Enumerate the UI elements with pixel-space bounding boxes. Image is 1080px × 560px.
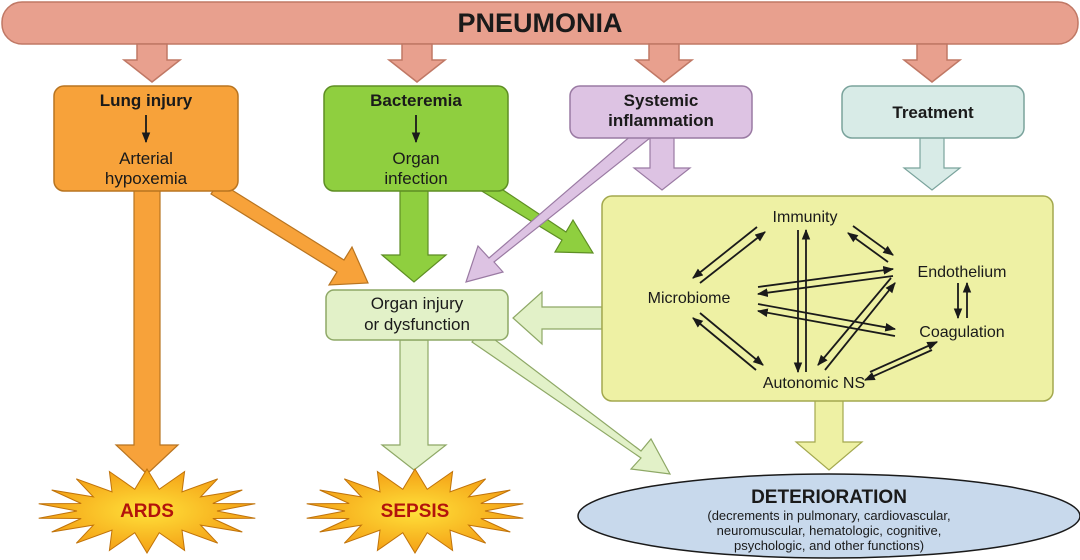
hub-microbiome: Microbiome <box>648 290 731 307</box>
arrow-bacteremia-down <box>380 189 448 283</box>
arrow-hub-to-deterioration <box>794 399 864 471</box>
deterioration-line1: (decrements in pulmonary, cardiovascular… <box>707 508 950 523</box>
systemic-line1: Systemic <box>624 91 699 110</box>
bacteremia-line2: infection <box>384 169 447 188</box>
bacteremia-heading: Bacteremia <box>370 91 462 110</box>
lung-injury-line1: Arterial <box>119 149 173 168</box>
sepsis-starburst <box>306 468 524 554</box>
organ-injury-box <box>325 289 509 341</box>
treatment-heading: Treatment <box>892 103 974 122</box>
arrow-organ-to-sepsis <box>380 339 448 471</box>
hub-autonomic-ns: Autonomic NS <box>763 375 865 392</box>
arrow-organ-to-deterioration <box>471 329 672 475</box>
banner-arrows <box>121 43 963 83</box>
arrow-lung-to-organ <box>210 181 369 286</box>
deterioration-ellipse <box>577 473 1080 559</box>
deterioration-line3: psychologic, and other functions) <box>734 538 924 553</box>
arrow-treatment-to-hub <box>902 135 962 191</box>
ards-starburst <box>38 468 256 554</box>
hub-coagulation: Coagulation <box>919 324 1004 341</box>
banner-arrow-1 <box>121 43 183 83</box>
sepsis-label: SEPSIS <box>381 501 450 522</box>
hub-endothelium: Endothelium <box>918 264 1007 281</box>
organ-injury-line2: or dysfunction <box>364 315 470 334</box>
ards-label: ARDS <box>120 501 174 522</box>
lung-injury-heading: Lung injury <box>100 91 193 110</box>
hub-interaction-arrows <box>692 225 972 381</box>
systemic-line2: inflammation <box>608 111 714 130</box>
banner-arrow-4 <box>901 43 963 83</box>
deterioration-line2: neuromuscular, hematologic, cognitive, <box>717 523 942 538</box>
pneumonia-title: PNEUMONIA <box>457 8 622 38</box>
organ-injury-line1: Organ injury <box>371 294 464 313</box>
systemic-inflammation-box <box>569 85 753 139</box>
arrow-systemic-to-organ <box>465 127 651 283</box>
hub-immunity: Immunity <box>773 209 838 226</box>
banner-arrow-2 <box>386 43 448 83</box>
interaction-hub-box <box>601 195 1054 402</box>
banner-arrow-3 <box>633 43 695 83</box>
arrow-lung-to-ards <box>114 189 180 475</box>
lung-injury-line2: hypoxemia <box>105 169 188 188</box>
treatment-box <box>841 85 1025 139</box>
arrow-hub-to-organ <box>512 290 603 346</box>
deterioration-title: DETERIORATION <box>751 487 907 508</box>
arrow-systemic-to-hub <box>632 135 692 191</box>
pneumonia-banner <box>1 1 1079 45</box>
bacteremia-line1: Organ <box>392 149 439 168</box>
